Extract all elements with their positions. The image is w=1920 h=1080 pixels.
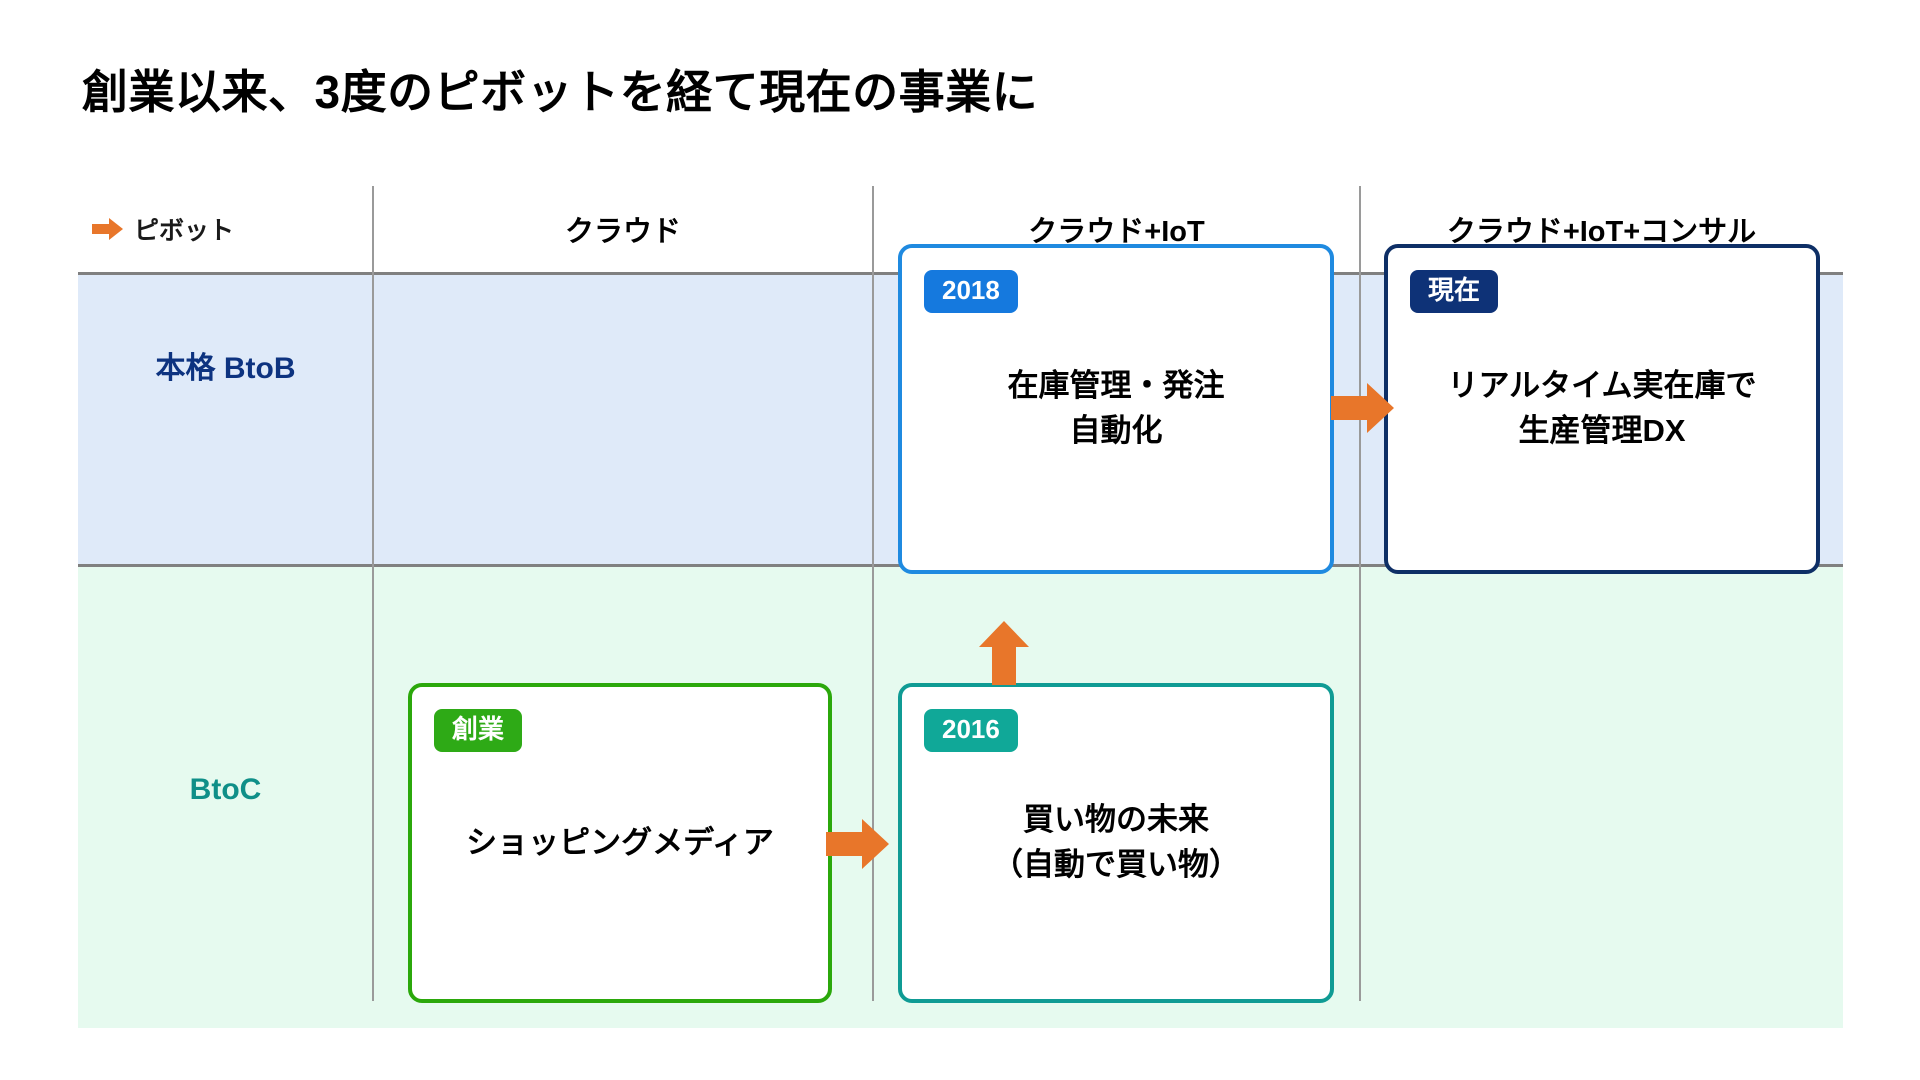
column-divider-2: [872, 186, 874, 1001]
row-label-btoc: BtoC: [189, 773, 262, 806]
card-text-2016: 買い物の未来 （自動で買い物）: [992, 802, 1240, 882]
arrow-right-icon-btob: [1331, 382, 1395, 434]
column-divider-3: [1359, 186, 1361, 1001]
card-shopping-media[interactable]: 創業 ショッピングメディア: [408, 683, 832, 1003]
card-text-2018: 在庫管理・発注 自動化: [1007, 368, 1225, 448]
card-text-now: リアルタイム実在庫で 生産管理DX: [1447, 368, 1757, 448]
arrow-up-icon-btoc-to-btob: [978, 620, 1030, 686]
pivot-matrix: ピボット クラウド クラウド+IoT クラウド+IoT+コンサル 本格 BtoB…: [78, 186, 1843, 1030]
arrow-right-icon-btoc: [826, 818, 890, 870]
row-label-btob: 本格 BtoB: [155, 352, 296, 385]
card-future-shopping[interactable]: 2016 買い物の未来 （自動で買い物）: [898, 683, 1334, 1003]
card-badge-2018: 2018: [924, 270, 1018, 313]
card-badge-2016: 2016: [924, 709, 1018, 752]
card-badge-founding: 創業: [434, 709, 523, 752]
card-text-founding: ショッピングメディア: [466, 824, 774, 860]
right-arrow-icon: [92, 217, 124, 241]
column-divider-1: [372, 186, 374, 1001]
column-header-cloud: クラウド: [564, 216, 681, 248]
card-realtime-production-dx[interactable]: 現在 リアルタイム実在庫で 生産管理DX: [1384, 244, 1820, 574]
column-header-cloud-iot-consul: クラウド+IoT+コンサル: [1446, 216, 1757, 248]
pivot-legend-label: ピボット: [134, 217, 235, 245]
matrix-header-row: ピボット クラウド クラウド+IoT クラウド+IoT+コンサル: [78, 186, 1843, 272]
page-title: 創業以来、3度のピボットを経て現在の事業に: [82, 66, 1039, 118]
card-badge-now: 現在: [1410, 270, 1499, 313]
card-inventory-automation[interactable]: 2018 在庫管理・発注 自動化: [898, 244, 1334, 574]
pivot-legend: ピボット: [78, 186, 373, 272]
column-header-cloud-iot: クラウド+IoT: [1028, 216, 1205, 248]
